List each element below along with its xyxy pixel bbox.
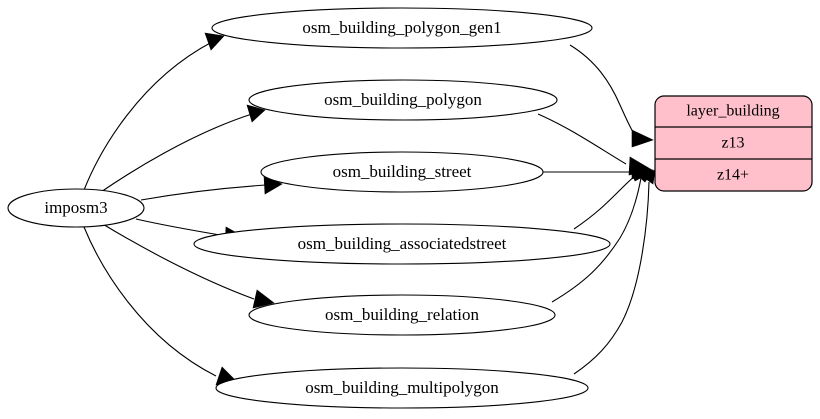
node-osm-building-relation-shape[interactable]	[248, 294, 556, 336]
edge-imposm3-to-osm-building-polygon	[97, 104, 266, 195]
node-layer-building[interactable]: layer_building z13 z14+	[654, 95, 813, 192]
node-osm-building-street[interactable]: osm_building_street	[260, 151, 544, 193]
node-layer-building-box[interactable]	[654, 95, 813, 192]
node-osm-building-multipolygon-shape[interactable]	[215, 367, 589, 409]
node-osm-building-multipolygon[interactable]: osm_building_multipolygon	[215, 367, 589, 409]
node-osm-building-polygon-shape[interactable]	[248, 79, 558, 121]
node-osm-building-polygon-label: osm_building_polygon	[324, 90, 482, 109]
node-imposm3[interactable]: imposm3	[7, 188, 145, 228]
node-osm-building-relation-label: osm_building_relation	[325, 305, 479, 324]
node-imposm3-label: imposm3	[44, 198, 107, 217]
edge-imposm3-to-osm-building-street	[140, 175, 283, 201]
node-osm-building-polygon[interactable]: osm_building_polygon	[248, 79, 558, 121]
node-osm-building-associatedstreet-label: osm_building_associatedstreet	[298, 234, 507, 253]
node-osm-building-polygon-gen1-shape[interactable]	[211, 7, 593, 49]
layer-building-zoom-z13-label: z13	[721, 135, 744, 152]
edge-group-tables-to-layer	[537, 44, 656, 375]
node-osm-building-associatedstreet-shape[interactable]	[193, 223, 611, 265]
node-osm-building-street-shape[interactable]	[260, 151, 544, 193]
node-osm-building-associatedstreet[interactable]: osm_building_associatedstreet	[193, 223, 611, 265]
node-osm-building-polygon-gen1[interactable]: osm_building_polygon_gen1	[211, 7, 593, 49]
edge-osm-building-multipolygon-to-layer-z14plus	[573, 169, 656, 375]
node-osm-building-polygon-gen1-label: osm_building_polygon_gen1	[302, 18, 501, 37]
node-osm-building-street-label: osm_building_street	[333, 162, 472, 181]
node-osm-building-multipolygon-label: osm_building_multipolygon	[305, 378, 499, 397]
node-osm-building-relation[interactable]: osm_building_relation	[248, 294, 556, 336]
layer-building-name-label: layer_building	[686, 103, 779, 120]
edge-imposm3-to-osm-building-relation	[100, 222, 275, 309]
edge-imposm3-to-osm-building-polygon-gen1	[83, 32, 225, 191]
layer-building-zoom-z14plus-label: z14+	[717, 167, 749, 184]
node-imposm3-shape[interactable]	[7, 188, 145, 228]
edge-osm-building-polygon-gen1-to-layer-z13	[569, 44, 654, 148]
